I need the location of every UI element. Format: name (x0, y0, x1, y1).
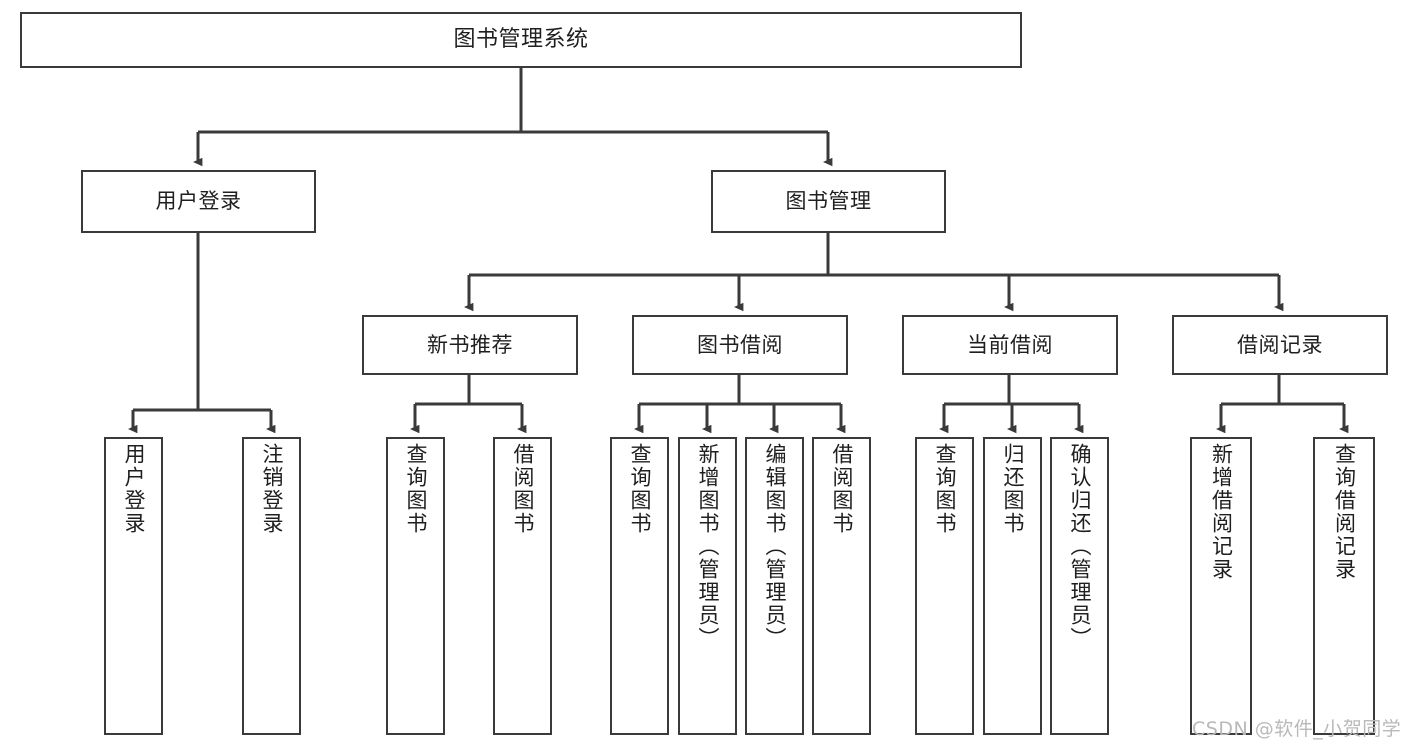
leaf-book-borrow-query-label: 查询图书 (628, 443, 652, 535)
node-new-book-recommend-label: 新书推荐 (427, 332, 513, 357)
node-user-login[interactable]: 用户登录 (81, 170, 316, 233)
node-current-borrow[interactable]: 当前借阅 (902, 315, 1118, 375)
node-book-borrow-label: 图书借阅 (697, 332, 783, 357)
leaf-book-borrow-add[interactable]: 新增图书（管理员） (678, 437, 737, 735)
leaf-borrow-record-query[interactable]: 查询借阅记录 (1313, 437, 1375, 735)
node-book-borrow[interactable]: 图书借阅 (632, 315, 848, 375)
leaf-current-borrow-return-label: 归还图书 (1001, 443, 1025, 535)
node-book-management-label: 图书管理 (785, 189, 872, 214)
leaf-user-login-login[interactable]: 用户登录 (104, 437, 163, 735)
leaf-new-book-query[interactable]: 查询图书 (386, 437, 445, 735)
leaf-current-borrow-return[interactable]: 归还图书 (983, 437, 1042, 735)
node-root-label: 图书管理系统 (453, 27, 589, 53)
leaf-borrow-record-query-label: 查询借阅记录 (1332, 443, 1357, 581)
leaf-book-borrow-query[interactable]: 查询图书 (610, 437, 669, 735)
leaf-book-borrow-borrow[interactable]: 借阅图书 (812, 437, 871, 735)
leaf-new-book-borrow-label: 借阅图书 (511, 443, 535, 535)
leaf-user-login-logout[interactable]: 注销登录 (242, 437, 301, 735)
leaf-borrow-record-add-label: 新增借阅记录 (1209, 443, 1234, 581)
leaf-current-borrow-confirm[interactable]: 确认归还（管理员） (1050, 437, 1109, 735)
watermark: CSDN @软件_小贺同学 (1192, 718, 1402, 740)
leaf-user-login-logout-label: 注销登录 (260, 443, 284, 535)
leaf-current-borrow-confirm-label: 确认归还（管理员） (1068, 443, 1092, 650)
leaf-user-login-login-label: 用户登录 (122, 443, 146, 535)
leaf-current-borrow-query-label: 查询图书 (933, 443, 957, 535)
leaf-borrow-record-add[interactable]: 新增借阅记录 (1190, 437, 1252, 735)
leaf-book-borrow-borrow-label: 借阅图书 (830, 443, 854, 535)
leaf-current-borrow-query[interactable]: 查询图书 (915, 437, 974, 735)
node-borrow-record[interactable]: 借阅记录 (1172, 315, 1388, 375)
leaf-book-borrow-edit-label: 编辑图书（管理员） (763, 443, 787, 650)
node-book-management[interactable]: 图书管理 (711, 170, 946, 233)
leaf-book-borrow-add-label: 新增图书（管理员） (696, 443, 720, 650)
node-current-borrow-label: 当前借阅 (967, 332, 1053, 357)
node-new-book-recommend[interactable]: 新书推荐 (362, 315, 578, 375)
node-borrow-record-label: 借阅记录 (1237, 332, 1323, 357)
leaf-new-book-borrow[interactable]: 借阅图书 (493, 437, 552, 735)
leaf-new-book-query-label: 查询图书 (404, 443, 428, 535)
node-user-login-label: 用户登录 (155, 189, 242, 214)
leaf-book-borrow-edit[interactable]: 编辑图书（管理员） (745, 437, 804, 735)
node-root[interactable]: 图书管理系统 (20, 12, 1022, 68)
